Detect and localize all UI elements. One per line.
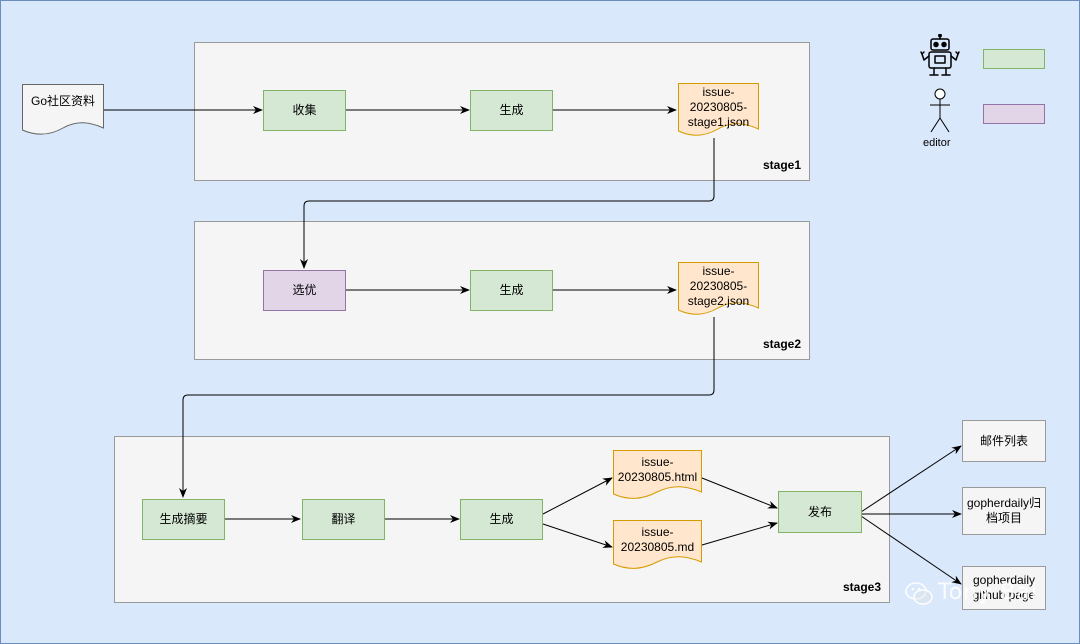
stage2-label: stage2	[762, 337, 801, 351]
stage1-label: stage1	[762, 158, 801, 172]
md-output-document: issue- 20230805.md	[613, 520, 702, 572]
edge-json1-select	[300, 138, 715, 269]
legend-green-swatch	[983, 49, 1045, 69]
generate2-node: 生成	[470, 270, 553, 311]
stage1-json-document: issue- 20230805- stage1.json	[678, 83, 759, 141]
github-page-node: gopherdaily github page	[962, 566, 1046, 610]
stage1-json-label: issue- 20230805- stage1.json	[687, 85, 750, 129]
html-output-label: issue- 20230805.html	[617, 455, 698, 484]
collect-node: 收集	[263, 90, 346, 131]
legend-purple-swatch	[983, 104, 1045, 124]
md-output-label: issue- 20230805.md	[620, 525, 695, 554]
html-output-document: issue- 20230805.html	[613, 450, 702, 502]
generate3-node: 生成	[460, 499, 543, 540]
mail-list-node: 邮件列表	[962, 420, 1046, 462]
watermark-text: Tony Bai	[938, 580, 1038, 605]
summary-node: 生成摘要	[142, 499, 225, 540]
edge-generate3-md	[542, 523, 613, 548]
robot-icon	[918, 33, 962, 78]
generate1-node: 生成	[470, 90, 553, 131]
editor-label: editor	[923, 137, 951, 149]
edge-html-publish	[701, 477, 778, 509]
github-page-label: gopherdaily github page	[972, 573, 1036, 602]
edge-publish-mail	[860, 445, 962, 513]
stage3-label: stage3	[842, 580, 881, 594]
edge-json2-summary	[179, 317, 715, 498]
select-node: 选优	[263, 270, 346, 311]
edge-md-publish	[701, 521, 778, 546]
edge-generate3-html	[542, 477, 613, 515]
archive-label: gopherdaily归 档项目	[966, 496, 1042, 525]
translate-node: 翻译	[302, 499, 385, 540]
go-community-label: Go社区资料	[30, 94, 95, 108]
publish-node: 发布	[778, 491, 862, 533]
stage2-json-document: issue- 20230805- stage2.json	[678, 262, 759, 320]
archive-node: gopherdaily归 档项目	[962, 487, 1046, 535]
person-icon	[929, 88, 951, 134]
edge-publish-github	[860, 515, 962, 585]
stage2-json-label: issue- 20230805- stage2.json	[687, 264, 750, 308]
go-community-document: Go社区资料	[22, 84, 104, 140]
wechat-icon	[904, 580, 934, 608]
